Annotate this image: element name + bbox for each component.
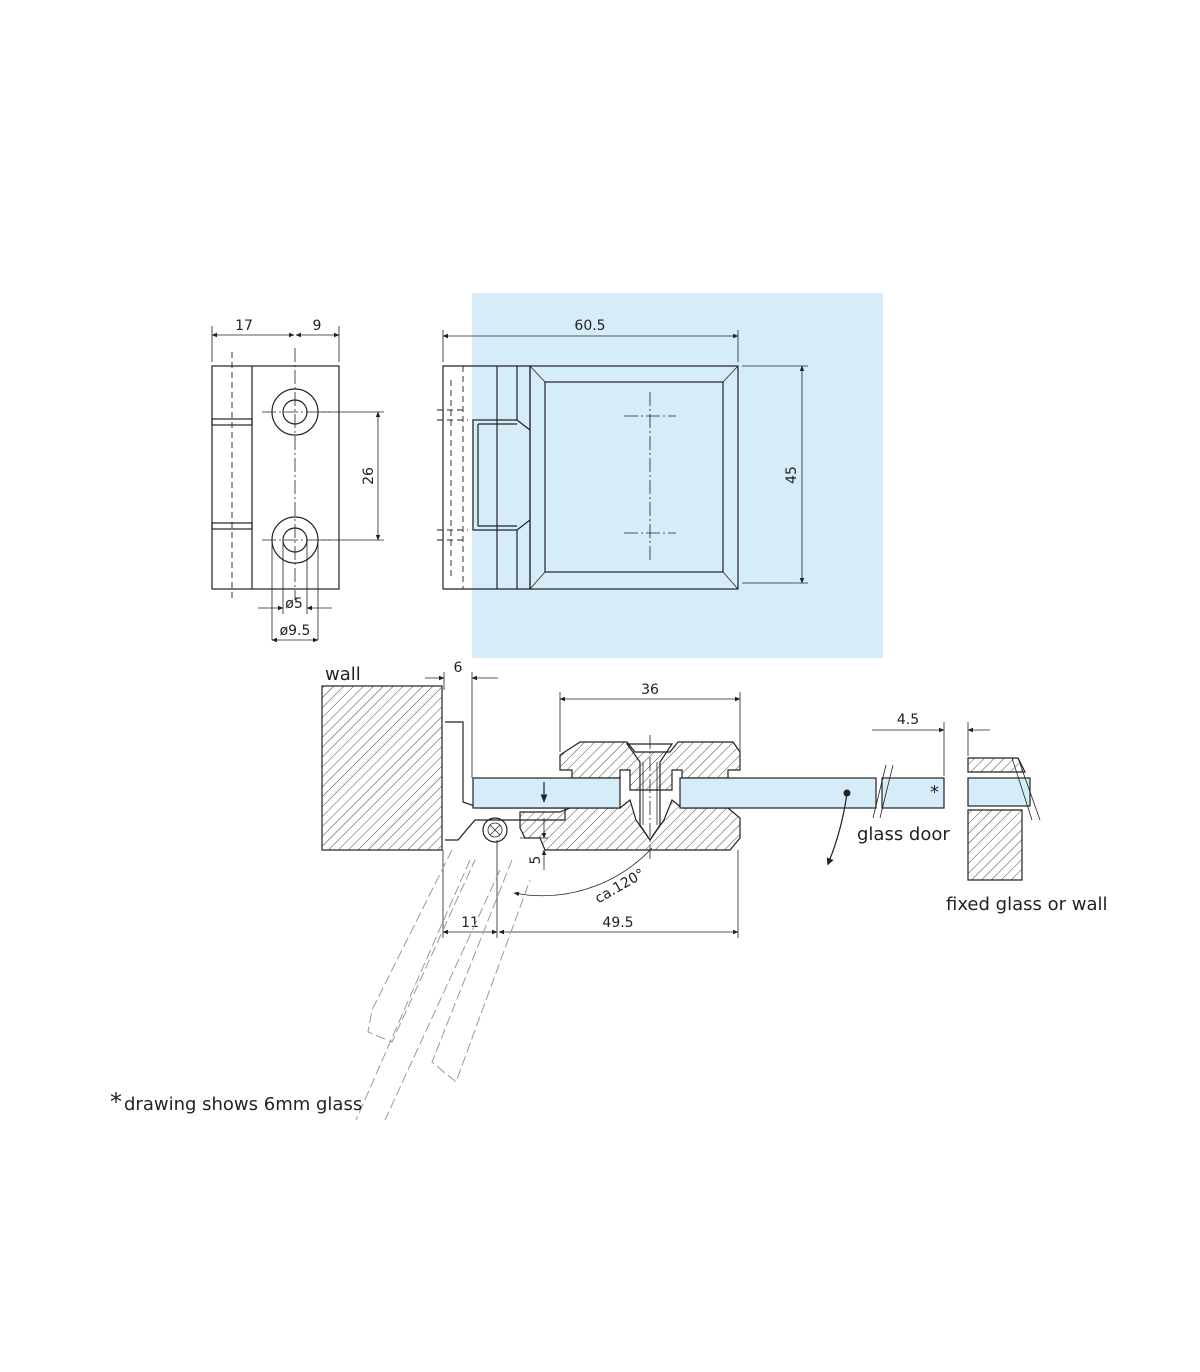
fixed-glass-pane [967,777,1031,807]
wall-hatch [321,685,443,851]
dim-26: 26 [361,467,377,485]
wall-label: wall [325,664,361,685]
dim-60-5: 60.5 [574,318,605,334]
dim-9: 9 [313,318,322,334]
hinge-front-view: 60.5 45 [437,318,808,590]
dim-11: 11 [461,915,479,931]
dim-36: 36 [641,682,659,698]
glass-door-pane-end [881,777,945,809]
dim-49-5: 49.5 [602,915,633,931]
hinge-section-view: wall * 6 [321,660,1107,1121]
glass-door-pane-inner [472,777,621,809]
dim-45: 45 [784,466,800,484]
hinge-side-view: 17 9 26 ø5 ø9.5 [211,318,384,643]
dim-4-5: 4.5 [897,712,919,728]
angle-label: ca.120° [592,866,647,907]
glass-marker: * [930,782,939,803]
footnote-text: drawing shows 6mm glass [124,1094,362,1115]
glass-door-pane-outer [679,777,877,809]
dim-bore-9-5: ø9.5 [280,623,311,639]
highlight-panel [472,293,883,658]
glass-door-label: glass door [857,824,950,845]
fixed-glass-label: fixed glass or wall [946,894,1107,915]
dim-17: 17 [235,318,253,334]
dim-6: 6 [454,660,463,676]
footnote-asterisk: * [110,1088,122,1116]
dim-5: 5 [528,856,544,865]
dim-bore-5: ø5 [285,596,302,612]
